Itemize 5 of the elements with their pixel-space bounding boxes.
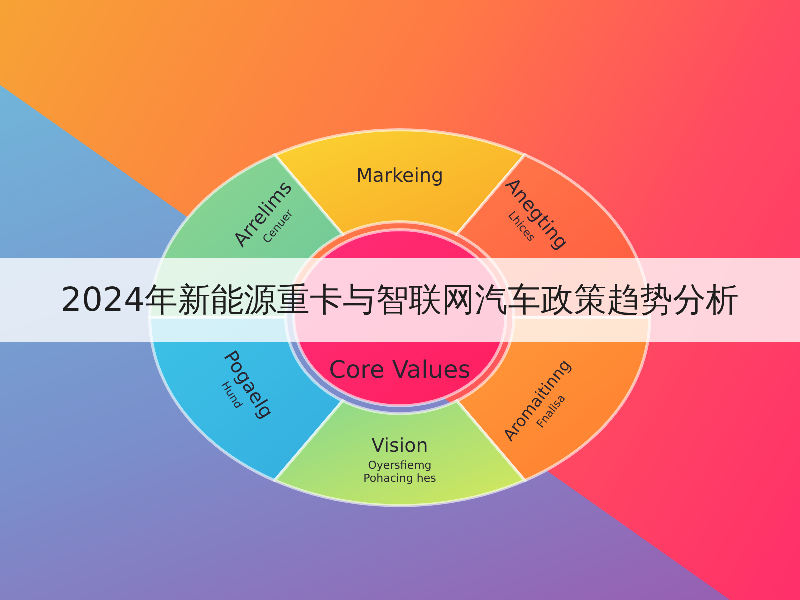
segment-title: Vision <box>372 434 428 457</box>
segment-subtitle: Oyersfiemg Pohacing hes <box>362 458 438 486</box>
segment-title: Markeing <box>356 165 444 187</box>
center-label: Core Values <box>329 356 471 384</box>
title: 2024年新能源重卡与智联网汽车政策趋势分析 <box>61 278 739 320</box>
